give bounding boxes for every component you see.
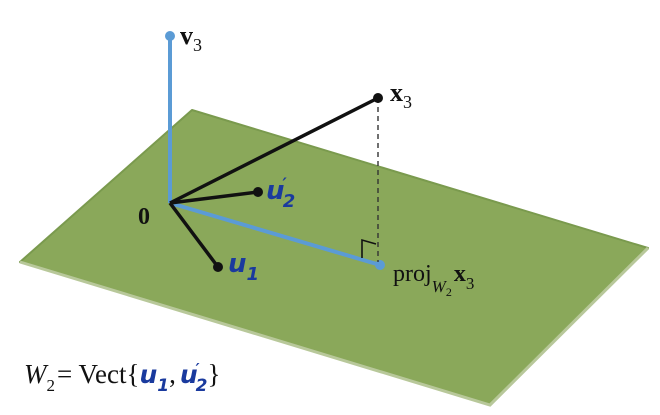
equation-equals-vect: = Vect [57,359,127,389]
equation-lhs: W [24,359,49,389]
equation-u2-prime: ′ [196,360,200,378]
u2-label-subscript: 2 [283,191,296,212]
u1-vector-line [168,201,220,269]
equation-close-brace: } [207,359,220,389]
u1-endpoint [213,262,223,272]
u2-handwritten-label: u′2 [266,174,295,212]
x3-endpoint [373,93,383,103]
u2-vector-line [169,190,259,205]
u2-endpoint [253,187,263,197]
span-equation: W2= Vect{u1,u′2} [24,359,220,396]
origin-label: 0 [138,204,150,230]
u1-label-main: u [228,249,247,279]
projection-endpoint [375,260,385,270]
equation-u1: u [139,360,157,389]
equation-lhs-subscript: 2 [47,376,56,395]
projection-label-vector: x [454,261,466,287]
equation-comma: , [169,359,176,389]
u2-label-main: u [266,176,285,206]
projection-label: projW2x3 [393,261,474,299]
right-angle-marker [361,238,377,258]
v3-label: v3 [180,21,202,55]
projection-label-prefix: proj [393,261,432,287]
v3-label-subscript: 3 [193,35,202,55]
x3-label-subscript: 3 [403,92,412,112]
v3-label-main: v [180,21,193,50]
projection-label-vector-subscript: 3 [466,274,475,293]
v3-endpoint [165,31,175,41]
x3-vector-line [169,96,379,205]
equation-u1-subscript: 1 [157,376,169,396]
equation-u2-subscript: 2 [196,376,208,396]
u1-label-subscript: 1 [247,264,260,285]
u2-label-prime: ′ [283,174,288,193]
projection-label-subspace-index: 2 [446,285,452,299]
equation-open-brace: { [126,359,139,389]
x3-label: x3 [390,78,412,112]
x3-label-main: x [390,78,403,107]
plane-edge-highlight [19,246,650,407]
projection-vector-line [169,201,381,267]
equation-u2: u [180,360,198,389]
projection-label-subspace: W [432,277,448,296]
u1-handwritten-label: u1 [228,249,259,285]
